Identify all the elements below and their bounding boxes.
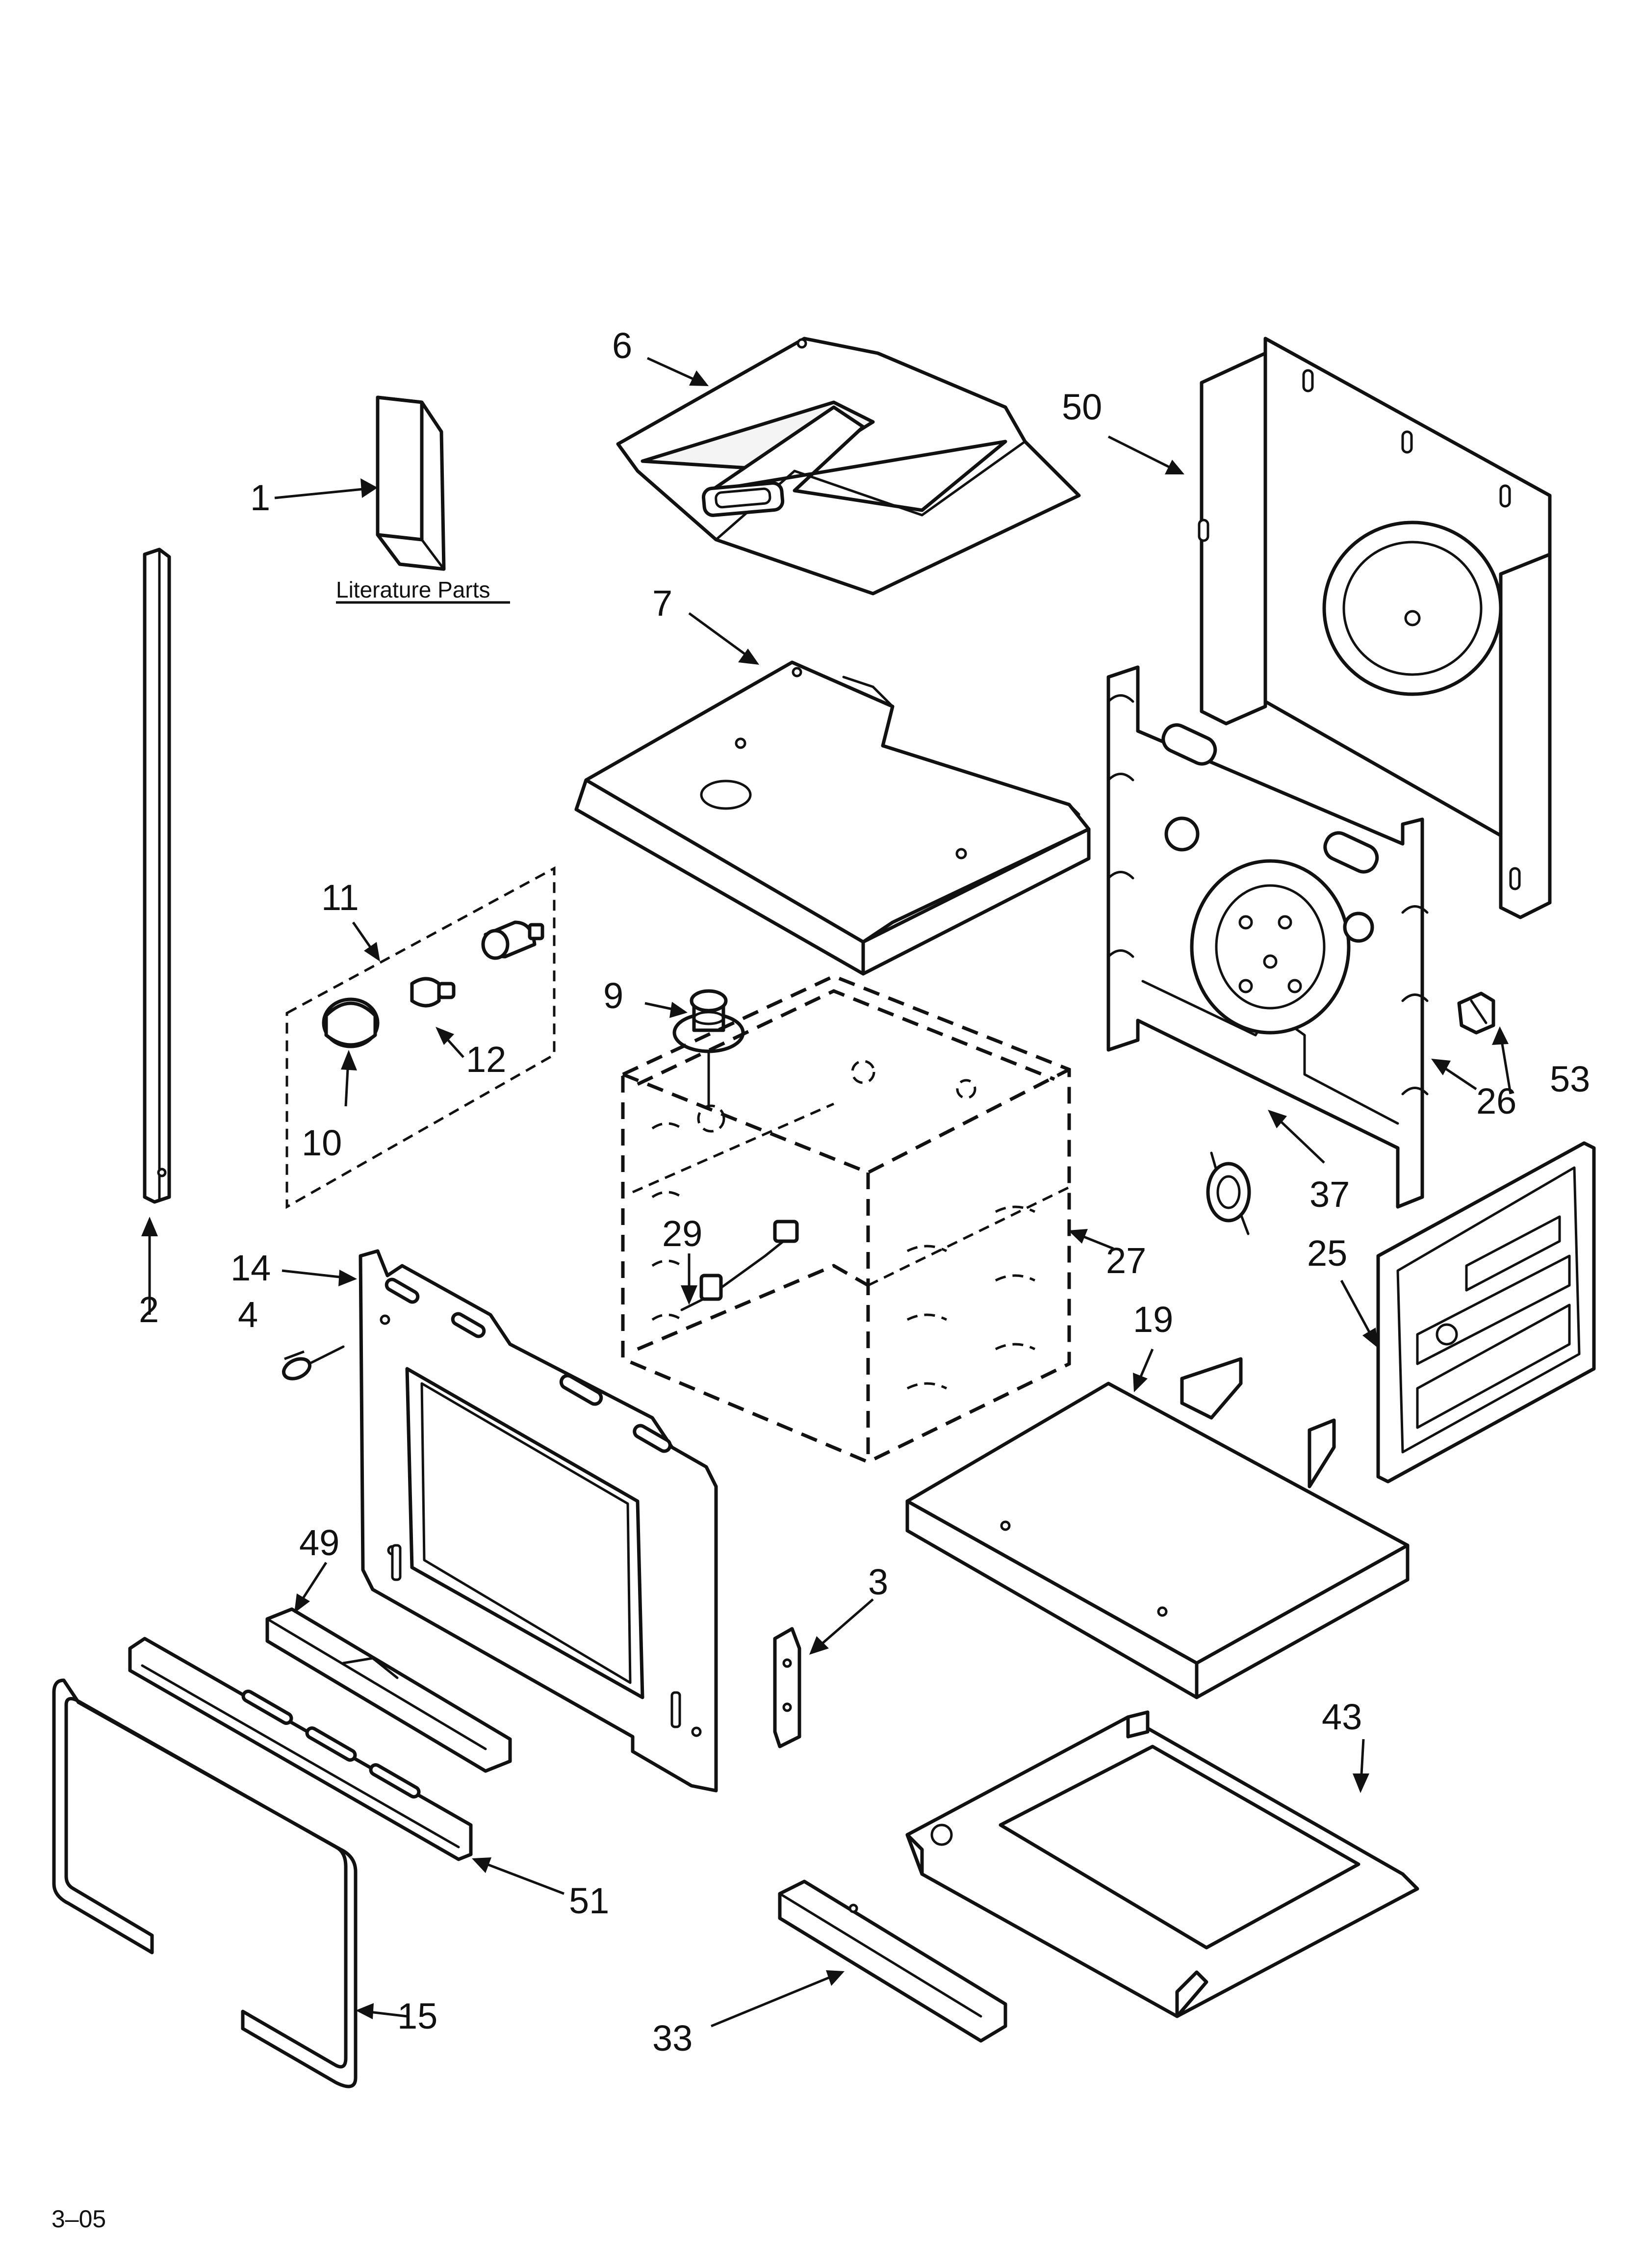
oven-temperature-sensor bbox=[680, 1220, 799, 1311]
bottom-front-channel bbox=[778, 1879, 1007, 2043]
literature-parts-label: Literature Parts bbox=[336, 577, 490, 602]
upper-air-duct bbox=[616, 337, 1081, 596]
callout-6: 6 bbox=[612, 325, 632, 366]
light-socket bbox=[481, 920, 544, 960]
callout-14: 14 bbox=[231, 1248, 271, 1288]
mounting-screw bbox=[282, 1345, 345, 1381]
callout-leader-lines bbox=[141, 357, 1512, 2028]
callout-3: 3 bbox=[868, 1562, 888, 1602]
oven-bottom-panel bbox=[905, 1357, 1410, 1699]
oven-bottom-pan bbox=[905, 1710, 1419, 2018]
thermal-limit-switch bbox=[1206, 1151, 1251, 1235]
callout-10: 10 bbox=[302, 1122, 342, 1163]
callout-26: 26 bbox=[1476, 1081, 1516, 1121]
wire-clip bbox=[1457, 991, 1495, 1035]
callout-51: 51 bbox=[569, 1880, 609, 1921]
light-assembly-dashed-group bbox=[285, 866, 556, 1209]
callout-50: 50 bbox=[1062, 387, 1102, 427]
callout-1: 1 bbox=[250, 477, 270, 518]
oven-top-panel bbox=[574, 660, 1091, 976]
callout-7: 7 bbox=[652, 583, 672, 624]
bottom-trim-channel bbox=[265, 1607, 512, 1773]
front-frame bbox=[359, 1249, 718, 1793]
vent-cap bbox=[672, 989, 745, 1110]
callout-33: 33 bbox=[652, 2018, 693, 2059]
callout-37: 37 bbox=[1309, 1174, 1350, 1215]
callout-15: 15 bbox=[397, 1996, 437, 2036]
rear-liner-panel bbox=[1106, 665, 1429, 1209]
callout-25: 25 bbox=[1307, 1233, 1347, 1274]
callout-4: 4 bbox=[238, 1294, 258, 1335]
callout-29: 29 bbox=[662, 1213, 702, 1254]
page-code: 3–05 bbox=[51, 2205, 106, 2233]
rear-back-panel bbox=[1198, 337, 1552, 919]
callout-43: 43 bbox=[1322, 1696, 1362, 1737]
callout-19: 19 bbox=[1133, 1299, 1173, 1340]
callout-9: 9 bbox=[603, 975, 623, 1016]
vertical-trim-strip bbox=[143, 547, 171, 1204]
callout-numbers: 1 2 3 4 6 7 9 10 11 12 14 15 19 25 26 27… bbox=[139, 325, 1590, 2059]
callout-12: 12 bbox=[466, 1039, 506, 1080]
oven-liner-dashed bbox=[621, 974, 1071, 1464]
vent-grille bbox=[128, 1637, 473, 1861]
callout-53: 53 bbox=[1550, 1059, 1590, 1099]
callout-27: 27 bbox=[1106, 1240, 1146, 1281]
callout-2: 2 bbox=[139, 1289, 159, 1330]
side-bracket bbox=[773, 1627, 801, 1748]
callout-49: 49 bbox=[299, 1522, 339, 1563]
literature-parts-booklet bbox=[376, 395, 446, 571]
light-lens bbox=[322, 997, 380, 1048]
side-liner-panel bbox=[1376, 1141, 1596, 1484]
light-bulb bbox=[410, 977, 456, 1008]
door-gasket bbox=[52, 1678, 358, 2088]
callout-11: 11 bbox=[321, 877, 359, 918]
